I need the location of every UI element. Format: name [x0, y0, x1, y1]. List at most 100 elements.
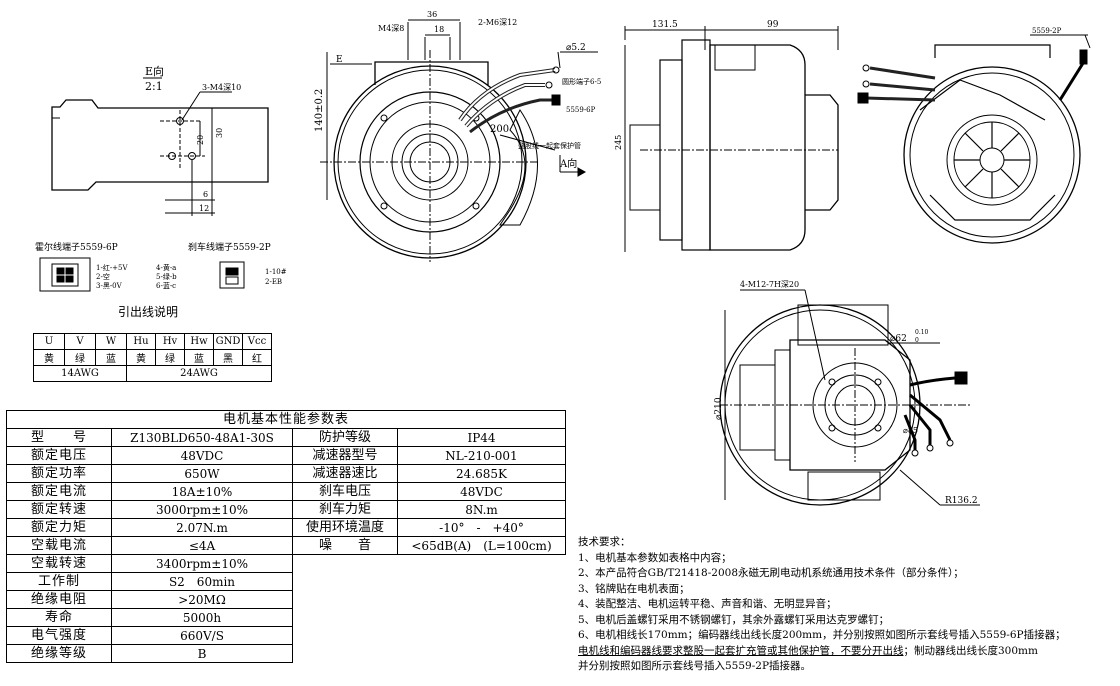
outlet-wire-table: U V W Hu Hv Hw GND Vcc 黄 绿 蓝 黄 绿 蓝 黑 红 1…	[33, 333, 272, 382]
brake-legend-2: 2-EB	[265, 278, 282, 286]
wire-header-u: U	[33, 333, 65, 350]
view-a-tol-lower: 0	[915, 337, 919, 344]
wire-gauge-phase: 14AWG	[33, 365, 127, 382]
brake-legend-1: 1-10#	[265, 268, 287, 276]
param-value: 18A±10%	[111, 482, 293, 501]
side-view: 131.5 99 245	[614, 20, 839, 252]
hall-title: 霍尔线端子5559-6P	[35, 241, 118, 253]
param-label-2: 刹车电压	[292, 482, 398, 501]
wire-header-hu: Hu	[126, 333, 156, 350]
tech-title: 技术要求：	[578, 536, 631, 548]
tech-line-7-underlined: 电机线和编码器线要求整股一起套扩充管或其他保护管，不要分开出线	[578, 644, 904, 657]
tech-line: 6、电机相线长170mm；编码器线出线长度200mm，并分别按照如图所示套线号插…	[578, 629, 1066, 641]
front-view: 36 18 M4深8 2-M6深12 140±0.2 E	[314, 10, 601, 262]
front-cable-note: 整股线一起套保护管	[518, 141, 581, 150]
param-value: S2 60min	[111, 572, 293, 591]
view-a: 4-M12-7H深20 ⌀62 0.10 0 ⌀210 ⌀85 R136.2	[714, 280, 980, 506]
param-value-2: 24.685K	[397, 464, 566, 483]
param-value-2: 48VDC	[397, 482, 566, 501]
front-connector: 5559-6P	[566, 106, 596, 114]
view-a-dia-85: ⌀85	[903, 426, 918, 435]
param-label: 额定电流	[6, 482, 112, 501]
wire-color-u: 黄	[33, 349, 65, 366]
tech-line: 1、电机基本参数如表格中内容；	[578, 551, 732, 564]
param-value: 660V/S	[111, 626, 293, 645]
wire-header-v: V	[64, 333, 96, 350]
e-view-hole-note: 3-M4深10	[202, 83, 241, 92]
tech-line: 5、电机后盖螺钉采用不锈钢螺钉，其余外露螺钉采用达克罗螺钉；	[578, 613, 890, 626]
e-view-dim-30: 30	[215, 128, 224, 138]
param-value-2: NL-210-001	[397, 446, 566, 465]
hall-legend-1: 1-红-+5V	[96, 263, 129, 272]
param-label: 绝缘等级	[6, 644, 112, 663]
wire-color-gnd: 黑	[213, 349, 243, 366]
hall-legend-4: 4-黄-a	[156, 263, 176, 272]
front-ring-terminal: 圆形端子6-5	[562, 77, 601, 86]
e-view-dim-20: 20	[196, 135, 205, 145]
param-label-2: 防护等级	[292, 428, 398, 447]
wire-header-vcc: Vcc	[242, 333, 272, 350]
e-view-scale: 2:1	[145, 80, 163, 93]
wire-color-row: 黄 绿 蓝 黄 绿 蓝 黑 红	[33, 349, 272, 366]
e-view-detail: E向 2:1 3-M4深10 30 20 6 12	[51, 64, 269, 216]
view-a-dia-210: ⌀210	[714, 397, 724, 420]
param-label: 工作制	[6, 572, 112, 591]
param-label-2: 减速器型号	[292, 446, 398, 465]
rear-connector: 5559-2P	[1032, 27, 1062, 35]
side-dim-131-5: 131.5	[652, 20, 678, 30]
param-label: 额定力矩	[6, 518, 112, 537]
param-label: 额定功率	[6, 464, 112, 483]
param-label-2: 减速器速比	[292, 464, 398, 483]
front-m4-note: M4深8	[378, 24, 404, 33]
wire-header-hw: Hw	[184, 333, 214, 350]
hall-legend-5: 5-绿-b	[156, 272, 177, 281]
param-label: 额定转速	[6, 500, 112, 519]
wire-color-hw: 蓝	[184, 349, 214, 366]
tech-line: 4、装配整洁、电机运转平稳、声音和谐、无明显异音；	[578, 598, 837, 610]
param-label: 空载电流	[6, 536, 112, 555]
param-empty-cell	[292, 590, 566, 609]
param-label: 空载转速	[6, 554, 112, 573]
view-a-r-136: R136.2	[945, 496, 978, 506]
tech-line: 并分别按照如图所示套线号插入5559-2P插接器。	[578, 660, 812, 672]
param-empty-cell	[292, 608, 566, 627]
tech-line-7: 电机线和编码器线要求整股一起套扩充管或其他保护管，不要分开出线；制动器线出线长度…	[578, 644, 1066, 660]
tech-line: 2、本产品符合GB/T21418-2008永磁无刷电动机系统通用技术条件（部分条…	[578, 567, 964, 579]
param-label: 电气强度	[6, 626, 112, 645]
param-label: 型 号	[6, 428, 112, 447]
front-dim-200: 200	[490, 124, 509, 135]
wire-color-vcc: 红	[242, 349, 272, 366]
hall-legend-2: 2-空	[96, 272, 110, 281]
outlet-title: 引出线说明	[118, 304, 178, 319]
technical-requirements: 技术要求： 1、电机基本参数如表格中内容； 2、本产品符合GB/T21418-2…	[578, 535, 1066, 675]
view-a-tol-upper: 0.10	[915, 329, 929, 336]
param-empty-cell	[292, 626, 566, 645]
param-value-2: -10° - +40°	[397, 518, 566, 537]
param-value: >20MΩ	[111, 590, 293, 609]
hall-legend-6: 6-蓝-c	[156, 281, 176, 290]
wire-gauge-signal: 24AWG	[126, 365, 272, 382]
parameter-table-title: 电机基本性能参数表	[6, 410, 566, 429]
param-value-2: IP44	[397, 428, 566, 447]
side-dim-245: 245	[614, 135, 623, 150]
param-label-2: 刹车力矩	[292, 500, 398, 519]
wire-header-row: U V W Hu Hv Hw GND Vcc	[33, 333, 272, 350]
param-value: 3000rpm±10%	[111, 500, 293, 519]
wire-header-gnd: GND	[213, 333, 243, 350]
wire-color-hu: 黄	[126, 349, 156, 366]
side-dim-99: 99	[767, 20, 779, 30]
front-dia-note: ⌀5.2	[566, 43, 586, 53]
param-label: 寿命	[6, 608, 112, 627]
param-label-2: 使用环境温度	[292, 518, 398, 537]
wire-color-w: 蓝	[95, 349, 127, 366]
wire-color-hv: 绿	[155, 349, 185, 366]
